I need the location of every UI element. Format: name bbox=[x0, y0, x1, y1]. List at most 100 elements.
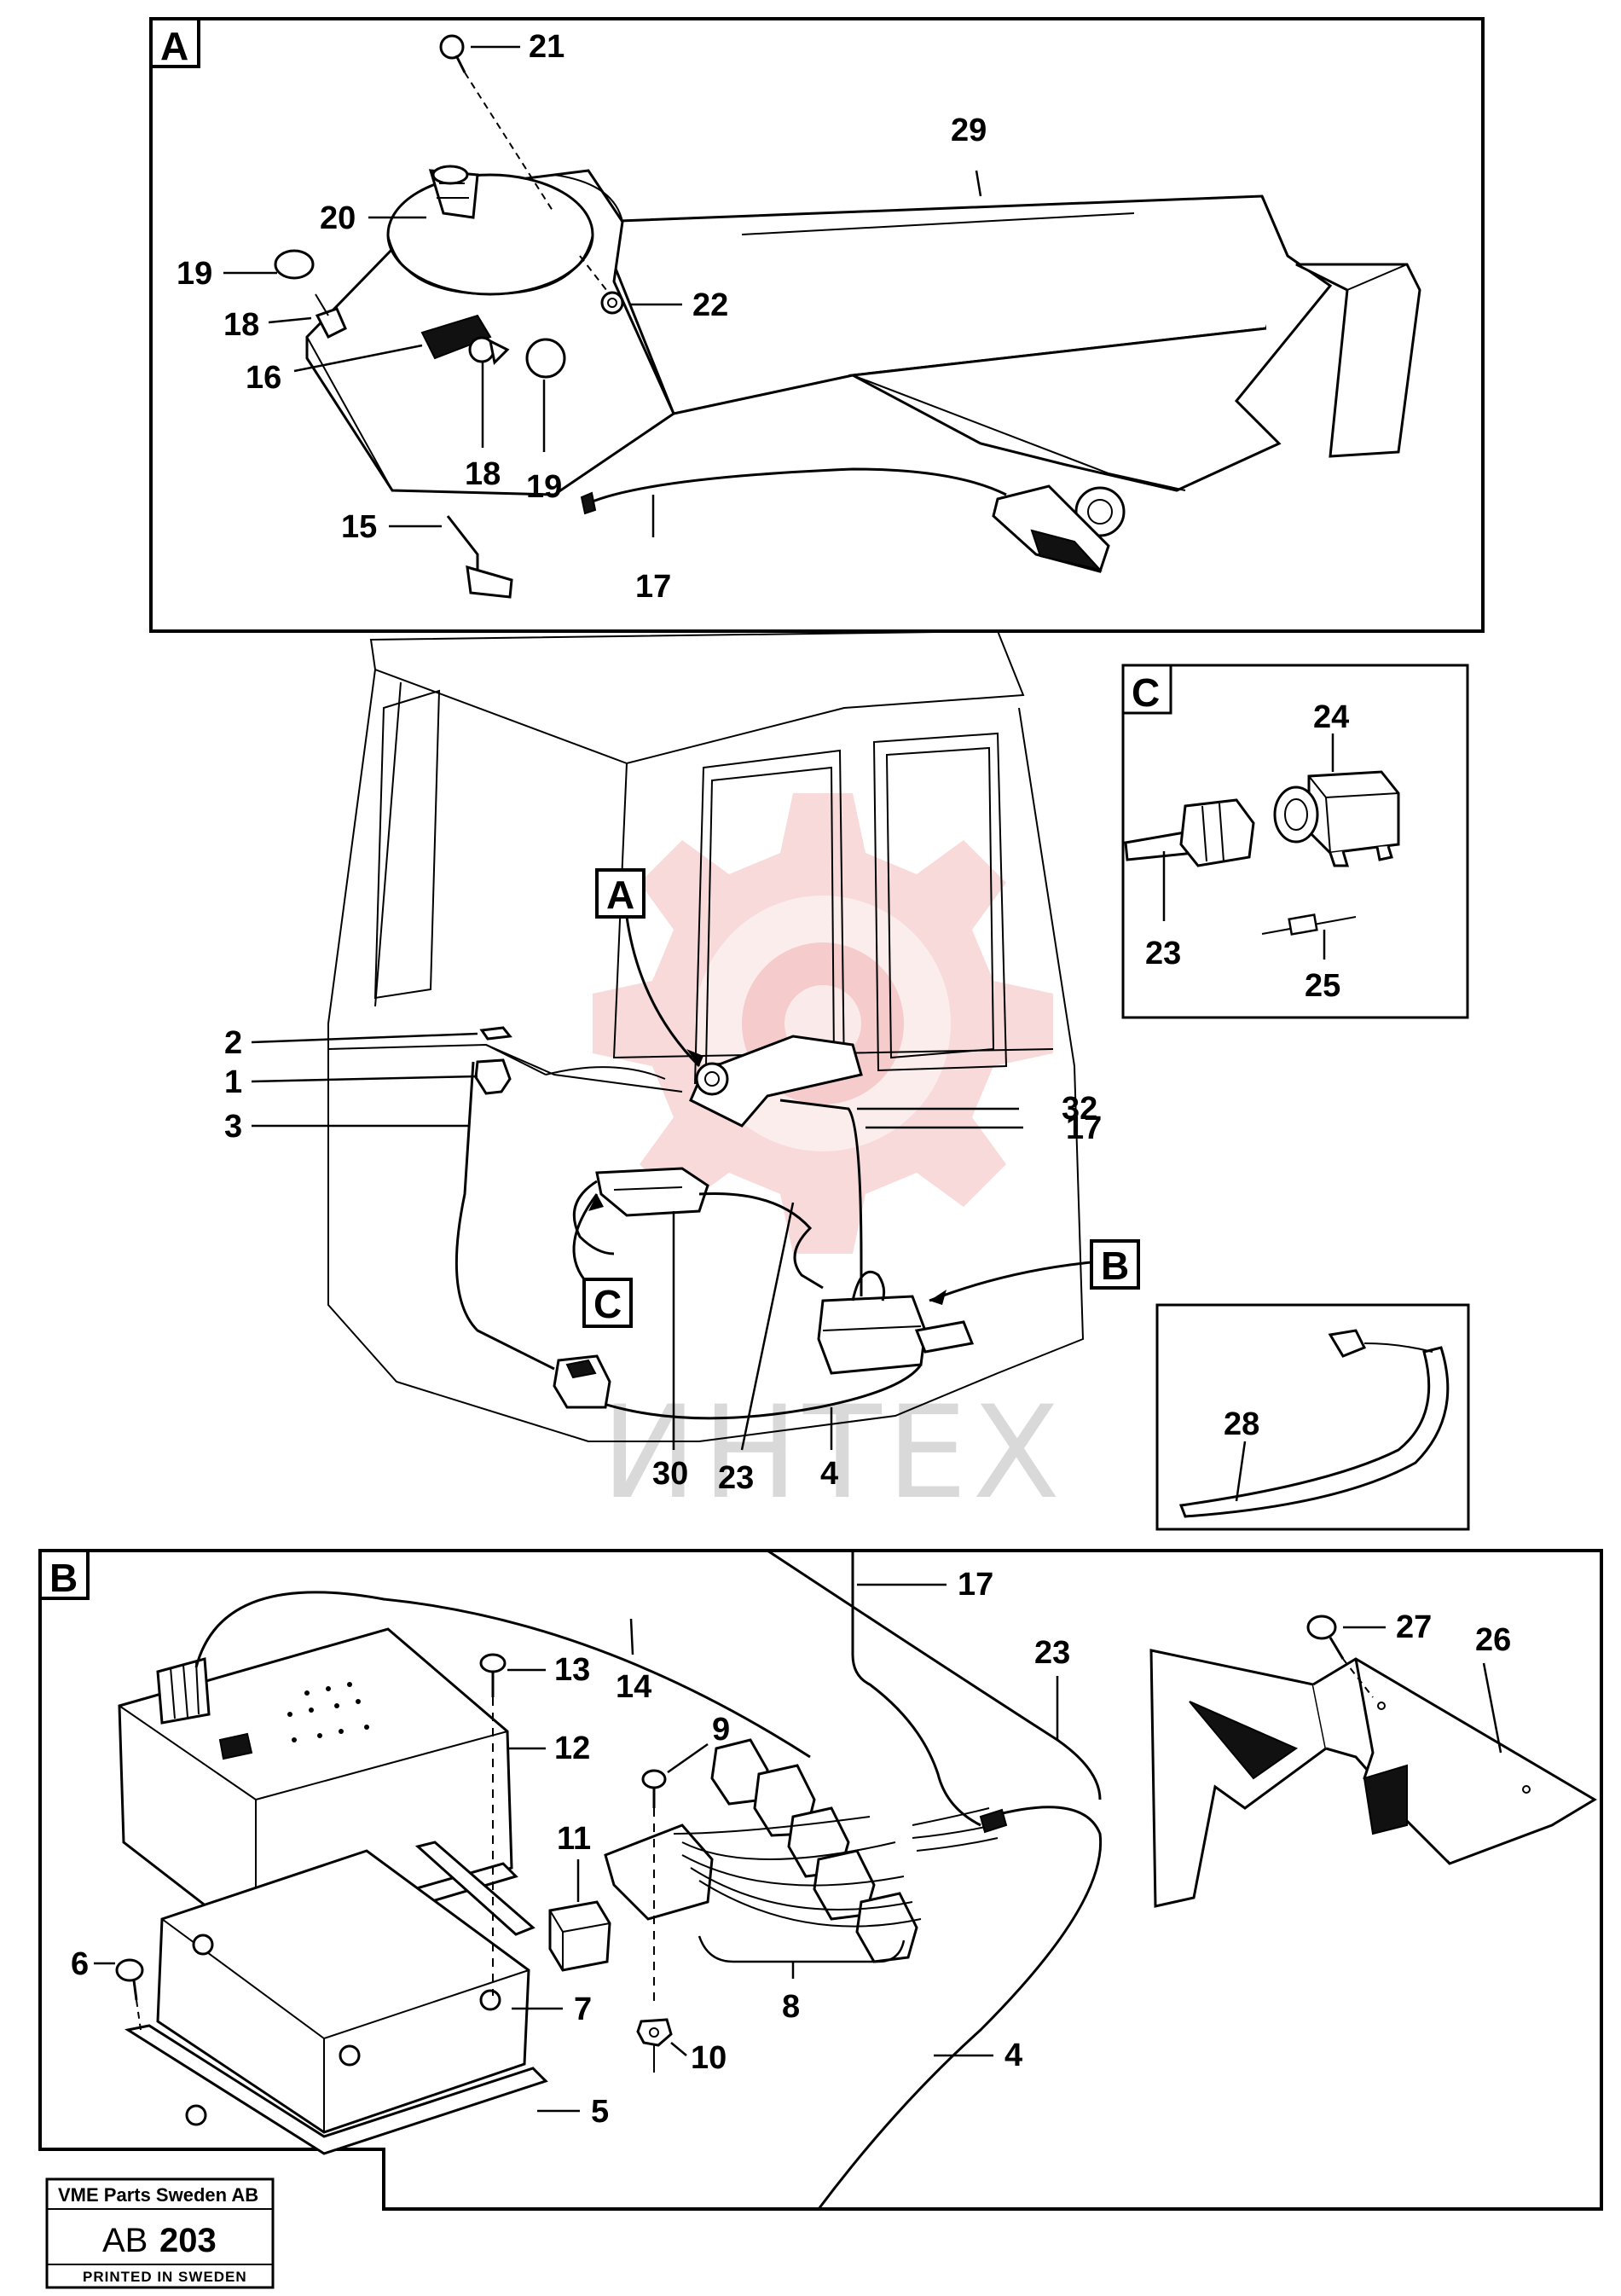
label-18-upper: 18 bbox=[223, 307, 259, 343]
label-12: 12 bbox=[554, 1731, 590, 1766]
label-25: 25 bbox=[1305, 968, 1340, 1004]
label-17-main: 17 bbox=[1066, 1110, 1102, 1146]
plug-23 bbox=[1124, 798, 1255, 867]
label-23-main: 23 bbox=[718, 1460, 754, 1496]
label-22: 22 bbox=[692, 287, 728, 323]
label-21: 21 bbox=[529, 29, 564, 65]
label-24: 24 bbox=[1313, 699, 1349, 735]
callout-c-letter: C bbox=[593, 1282, 622, 1326]
label-27: 27 bbox=[1396, 1609, 1432, 1645]
label-23-panel-c: 23 bbox=[1145, 936, 1181, 971]
panel-c-letter: C bbox=[1132, 670, 1160, 715]
callouts-panel-a: 21 29 20 19 18 22 16 18 19 15 17 bbox=[177, 29, 987, 605]
screw-13 bbox=[479, 1653, 507, 1996]
panel-c-frame bbox=[1121, 664, 1469, 1019]
panel-c: C 23 24 25 bbox=[1121, 664, 1469, 1019]
cable-4-panel-b bbox=[817, 1806, 1103, 2210]
label-17-panel-b: 17 bbox=[958, 1567, 993, 1603]
label-16: 16 bbox=[246, 360, 281, 396]
panel-a: A bbox=[149, 17, 1485, 633]
screw-21 bbox=[439, 34, 555, 214]
label-29: 29 bbox=[951, 113, 987, 148]
stamp-printed: PRINTED IN SWEDEN bbox=[83, 2269, 247, 2285]
harness-connector bbox=[1328, 1329, 1367, 1358]
electronic-box-b-small bbox=[817, 1270, 975, 1375]
cable-15 bbox=[446, 515, 513, 599]
screw-9 bbox=[641, 1769, 667, 2004]
panel-c-letter-box bbox=[1121, 664, 1172, 715]
callouts-cab: 2 1 3 32 17 30 23 4 bbox=[224, 1025, 1102, 1496]
panel-a-letter-box bbox=[149, 17, 200, 68]
indicator-lamp-lower bbox=[468, 336, 566, 379]
stamp-company: VME Parts Sweden AB bbox=[58, 2184, 258, 2206]
document-stamp: VME Parts Sweden AB AB 203 PRINTED IN SW… bbox=[45, 2177, 275, 2289]
rotary-knob bbox=[428, 165, 479, 219]
callout-c-box bbox=[582, 1278, 633, 1328]
label-28: 28 bbox=[1224, 1406, 1259, 1442]
panel-b: B bbox=[38, 1549, 1603, 2211]
cable-17-panel-b bbox=[851, 1551, 981, 1827]
bracket-26 bbox=[1149, 1649, 1597, 1908]
label-5: 5 bbox=[591, 2094, 609, 2130]
label-23-panel-b: 23 bbox=[1034, 1635, 1070, 1671]
switch-2 bbox=[479, 1026, 512, 1041]
cable-30 bbox=[572, 1180, 615, 1255]
label-2: 2 bbox=[224, 1025, 242, 1061]
connector-block-8 bbox=[604, 1738, 999, 1963]
label-6: 6 bbox=[71, 1946, 89, 1982]
label-13: 13 bbox=[554, 1652, 590, 1688]
label-30: 30 bbox=[652, 1456, 688, 1492]
label-20: 20 bbox=[320, 200, 356, 236]
cable-3 bbox=[454, 1061, 555, 1371]
callouts-panel-b: 17 23 27 26 13 14 12 9 11 8 7 10 6 bbox=[71, 1567, 1511, 2130]
panel-b-letter-box bbox=[38, 1549, 90, 1600]
callout-a-letter: A bbox=[606, 873, 634, 917]
label-4-panel-b: 4 bbox=[1004, 2038, 1022, 2073]
label-17-panel-a: 17 bbox=[635, 569, 671, 605]
callout-b-box bbox=[1090, 1239, 1140, 1290]
callout-b-letter: B bbox=[1101, 1244, 1129, 1288]
label-11: 11 bbox=[557, 1821, 591, 1857]
label-26: 26 bbox=[1475, 1622, 1511, 1658]
label-7: 7 bbox=[574, 1992, 592, 2027]
label-18-lower: 18 bbox=[465, 456, 501, 492]
nut-22 bbox=[579, 255, 624, 315]
mounting-box-5 bbox=[124, 1849, 548, 2155]
stamp-code-number: 203 bbox=[159, 2222, 217, 2259]
cable-4-main bbox=[588, 1364, 923, 1420]
control-console bbox=[305, 169, 1421, 573]
label-4-main: 4 bbox=[820, 1456, 838, 1492]
stamp-code-prefix: AB bbox=[102, 2222, 148, 2259]
label-14: 14 bbox=[616, 1669, 651, 1705]
cable-17-panel-a bbox=[588, 467, 1007, 505]
panel-harness-28: 28 bbox=[1155, 1303, 1470, 1531]
rail-7 bbox=[414, 1841, 536, 1936]
connector-lower bbox=[553, 1354, 611, 1409]
panel-a-frame bbox=[149, 17, 1485, 633]
harness-14 bbox=[194, 1591, 811, 1759]
control-unit-32 bbox=[689, 1035, 863, 1128]
screw-6 bbox=[115, 1958, 144, 2031]
label-19-lower: 19 bbox=[526, 469, 562, 505]
panel-a-letter: A bbox=[160, 24, 188, 68]
callout-a-box bbox=[595, 868, 646, 919]
label-8: 8 bbox=[782, 1989, 800, 2025]
cab-view: A B C 2 1 3 32 17 30 23 4 bbox=[224, 629, 1140, 1496]
panel-28-frame bbox=[1155, 1303, 1470, 1531]
relay-24 bbox=[1273, 770, 1400, 867]
cable-23-panel-b bbox=[767, 1549, 1102, 1800]
panel-b-letter: B bbox=[49, 1556, 78, 1600]
label-10: 10 bbox=[691, 2040, 727, 2076]
panel-b-frame bbox=[38, 1549, 1603, 2211]
diode-25 bbox=[1261, 913, 1357, 936]
screw-27 bbox=[1306, 1615, 1374, 1698]
cable-17-main bbox=[779, 1099, 863, 1296]
label-32: 32 bbox=[1062, 1091, 1097, 1127]
label-9: 9 bbox=[712, 1712, 730, 1748]
watermark-text: ИНТЕХ bbox=[601, 1379, 1065, 1528]
label-15: 15 bbox=[341, 509, 377, 545]
rocker-switch bbox=[420, 314, 492, 360]
relay-box-c bbox=[595, 1167, 709, 1217]
label-1: 1 bbox=[224, 1064, 242, 1100]
